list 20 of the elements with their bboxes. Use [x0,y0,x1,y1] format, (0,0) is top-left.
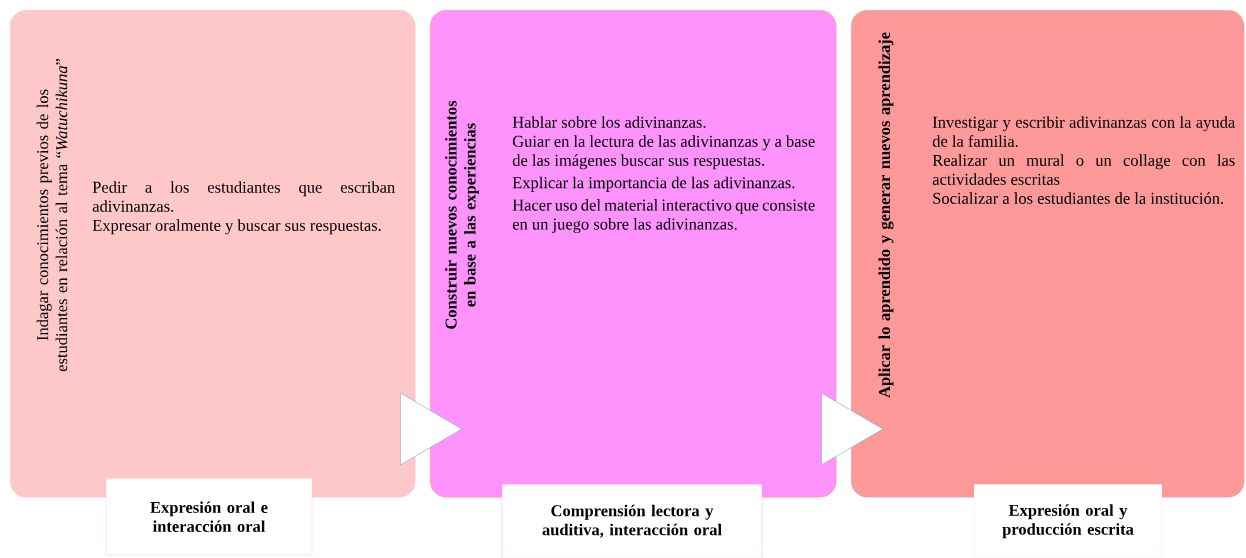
activity-text: Explicar la importancia de las adivinanzas. [512,176,795,192]
activity-text: Guiar en la lectura de las adivinanzas y a base de las imágenes buscar sus respuestas. [512,135,815,170]
chevron-arrow [400,392,463,466]
panel [430,10,837,498]
panel [851,10,1245,498]
chevron-arrow [821,392,884,466]
heading: Aplicar lo aprendido y generar nuevos aprendizaje [878,32,894,398]
label-box: Comprensión lectora y auditiva, interacción oral [501,484,763,558]
activity-text: Pedir a los estudiantes que escriban adivinanzas. [92,181,395,212]
heading: Construir nuevos conocimientos en base a las experiencias [445,100,479,329]
activity-text: Expresar oralmente y buscar sus respuestas. [92,219,381,235]
activity-text: Realizar un mural o un collage con las actividades escritas [932,154,1235,185]
heading: Indagar conocimientos previos de los estudiantes en relación al tema “Watuchikuna” [36,58,68,372]
activity-text: Hacer uso del material interactivo que consiste en un juego sobre las adivinanzas. [512,199,815,234]
label-box: Expresión oral y producción escrita [973,484,1163,558]
activity-text: Investigar y escribir adivinanzas con la ayuda de la familia. [932,116,1236,147]
activity-text: Hablar sobre los adivinanzas. [512,116,706,128]
activity-text: Socializar a los estudiantes de la institución. [933,192,1224,204]
panel [10,10,416,498]
label-box: Expresión oral e interacción oral [105,478,313,556]
